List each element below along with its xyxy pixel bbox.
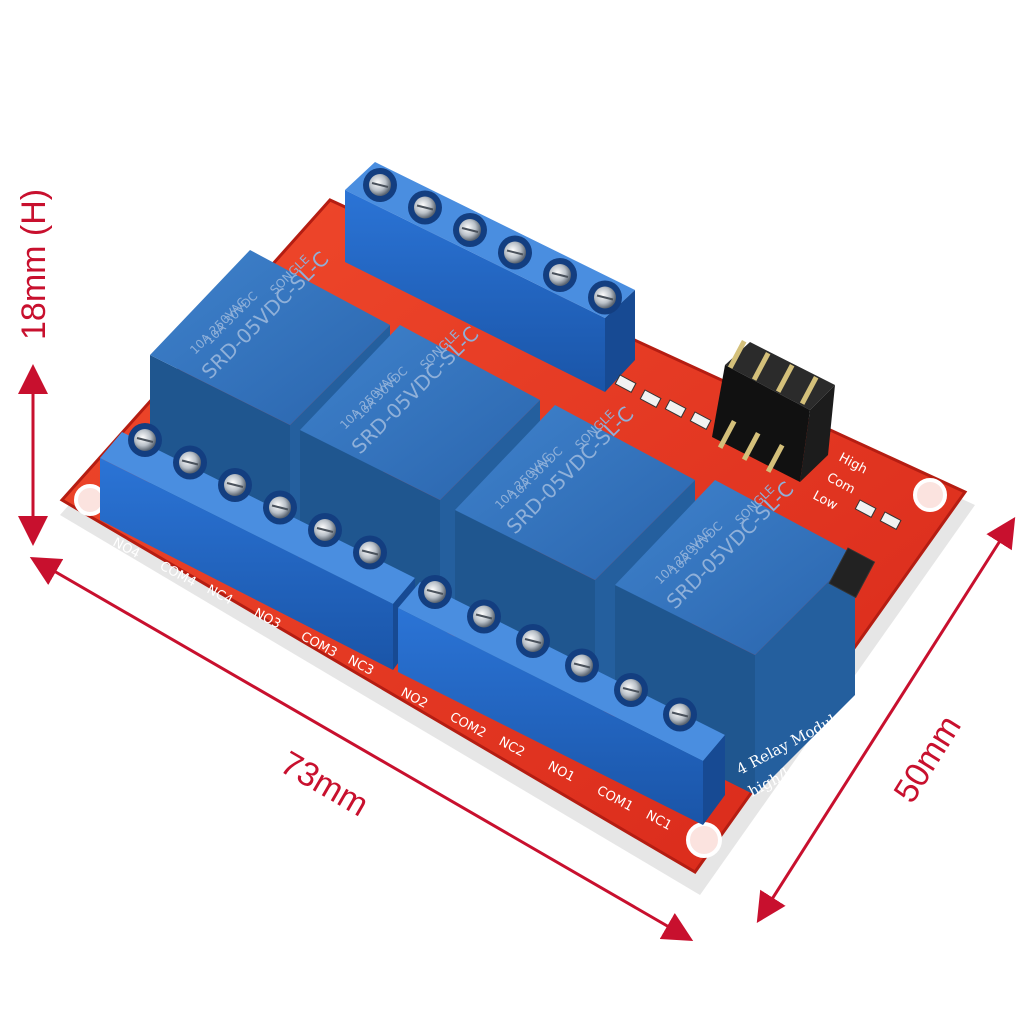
terminal-screw: [588, 280, 622, 315]
terminal-screw: [363, 168, 397, 202]
terminal-screw: [565, 648, 599, 683]
terminal-screw: [263, 490, 297, 525]
terminal-screw: [173, 445, 207, 480]
terminal-screw: [308, 513, 342, 547]
terminal-screw: [128, 423, 162, 457]
terminal-screw: [516, 624, 550, 658]
terminal-screw: [353, 535, 387, 570]
terminal-screw: [663, 697, 697, 732]
terminal-screw: [218, 468, 252, 502]
terminal-screw: [467, 599, 501, 634]
terminal-screw: [498, 235, 532, 270]
input-terminal-block: [345, 162, 635, 392]
terminal-screw: [543, 258, 577, 292]
mounting-hole: [913, 478, 947, 512]
terminal-screw: [614, 673, 648, 707]
terminal-screw: [408, 190, 442, 225]
dimension-height-label: 18mm (H): [15, 189, 53, 340]
terminal-screw: [453, 213, 487, 247]
mounting-hole: [74, 484, 106, 516]
dimension-length-label: 73mm: [274, 744, 375, 824]
mounting-hole: [686, 822, 722, 858]
dimension-height: 18mm (H): [15, 189, 53, 546]
dimension-width-label: 50mm: [887, 709, 969, 809]
terminal-screw: [418, 575, 452, 609]
